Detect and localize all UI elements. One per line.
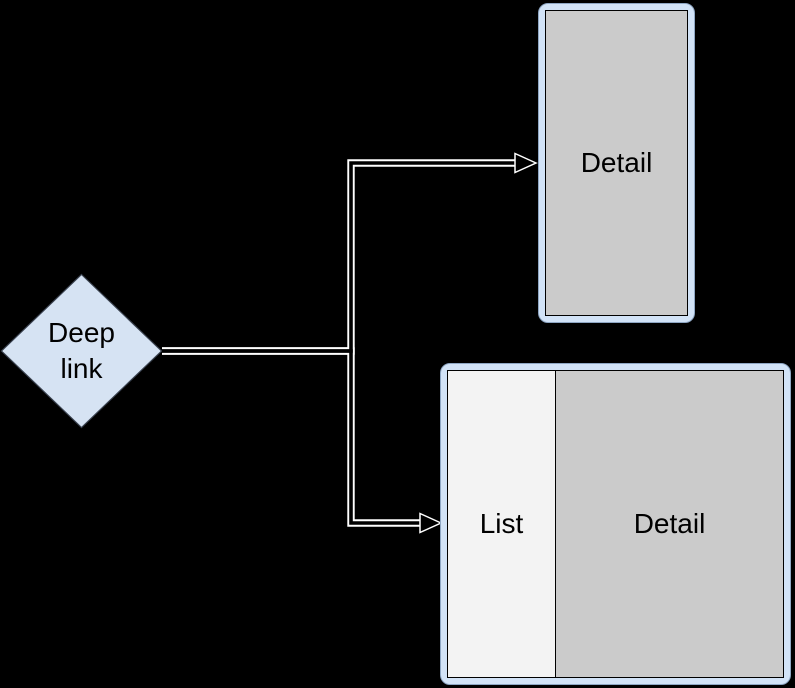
list-pane-label: List [479,508,524,539]
deep-link-node-label: Deep link [48,317,115,384]
detail-screen-surface: Detail [545,10,688,316]
connector-to-list-detail-outline [162,347,424,527]
detail-screen-label: Detail [580,147,653,178]
arrowhead-to-list-detail-icon [419,512,443,534]
list-detail-screen-surface: List Detail [447,370,784,678]
deep-link-diamond [0,273,163,429]
detail-pane: Detail [556,371,783,677]
connector-to-list-detail-core [162,349,424,525]
list-pane: List [448,371,556,677]
detail-screen-node: Detail [538,3,695,323]
list-detail-screen-node: List Detail [440,363,791,685]
arrowhead-to-detail-icon [514,152,538,174]
detail-pane-label: Detail [633,508,706,539]
connector-to-detail-core [162,161,518,353]
connector-to-detail-outline [162,159,518,355]
